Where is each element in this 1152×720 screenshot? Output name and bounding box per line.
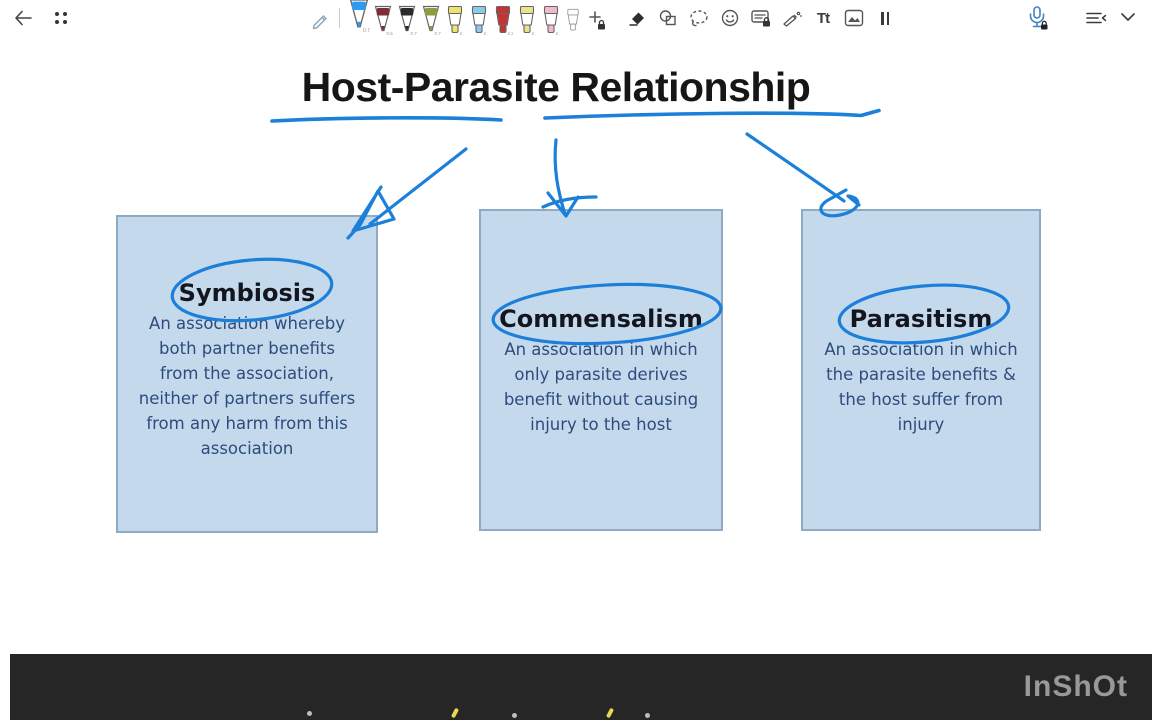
collapse-menu-button[interactable] <box>1084 9 1108 27</box>
arrow-to-commensalism <box>553 138 567 216</box>
toolbar-chevron-button[interactable] <box>1120 11 1136 23</box>
menu-collapse-icon <box>1086 12 1107 24</box>
note-lock-icon <box>751 10 770 27</box>
svg-text:0.5: 0.5 <box>387 31 394 36</box>
pen-blue[interactable]: 0.7 <box>349 0 370 36</box>
svg-text:0.7: 0.7 <box>435 31 442 36</box>
locked-note-tool[interactable] <box>750 6 772 30</box>
image-tool[interactable] <box>843 6 865 30</box>
svg-text:2: 2 <box>460 31 463 36</box>
arrow-to-symbiosis <box>368 147 468 226</box>
cutoff-caption-fragment <box>605 707 615 719</box>
svg-text:0.7: 0.7 <box>411 31 418 36</box>
title-underline-left <box>270 116 503 123</box>
text-tool[interactable]: Tt <box>816 9 830 27</box>
pen-tools: 0.7 0.5 0.7 0.7 2 2 2.2 2 2 <box>349 0 581 36</box>
arrow-to-parasitism <box>745 132 846 203</box>
microphone-button[interactable] <box>1024 5 1050 32</box>
definition-box-symbiosis: Symbiosis An association whereby both pa… <box>116 215 378 533</box>
sticker-tool[interactable] <box>719 6 741 30</box>
video-letterbox-bar: InShOt <box>10 654 1152 720</box>
box-title: Symbiosis <box>178 279 316 307</box>
marker-pink[interactable]: 2 <box>541 2 561 36</box>
smiley-sticker-icon <box>721 9 739 27</box>
toolbar-divider <box>339 8 340 28</box>
chevron-down-icon <box>1121 13 1135 21</box>
svg-text:2: 2 <box>556 31 559 36</box>
marker-yellow[interactable]: 2 <box>445 2 465 36</box>
cutoff-caption-fragment <box>645 713 650 718</box>
pen-toolbar: 0.7 0.5 0.7 0.7 2 2 2.2 2 2 <box>310 0 606 36</box>
svg-text:0.7: 0.7 <box>363 28 370 33</box>
box-title: Parasitism <box>849 305 993 333</box>
svg-text:2.2: 2.2 <box>508 31 514 36</box>
cutoff-caption-fragment <box>512 713 517 718</box>
dots-grid-icon <box>55 12 67 24</box>
page-title: Host-Parasite Relationship <box>301 64 811 110</box>
microphone-lock-icon <box>1029 6 1048 30</box>
marker-new-ghost[interactable] <box>565 2 581 36</box>
pen-black[interactable]: 0.7 <box>397 2 417 36</box>
cutoff-caption-fragment <box>450 707 460 719</box>
lasso-select-tool[interactable] <box>688 6 710 30</box>
back-button[interactable] <box>12 7 34 29</box>
add-pen-button[interactable] <box>588 0 606 31</box>
laser-pointer-icon <box>783 11 802 27</box>
edit-pencil-button[interactable] <box>310 0 330 30</box>
definition-box-commensalism: Commensalism An association in which onl… <box>479 209 723 531</box>
box-title: Commensalism <box>499 305 703 333</box>
pause-tool[interactable] <box>874 6 896 30</box>
svg-text:2: 2 <box>484 31 487 36</box>
top-toolbar: 0.7 0.5 0.7 0.7 2 2 2.2 2 2 <box>0 0 1152 36</box>
marker-red[interactable]: 2.2 <box>493 2 513 36</box>
image-icon <box>844 9 864 27</box>
inshot-watermark: InShOt <box>1023 670 1128 703</box>
box-description: An association in which only parasite de… <box>503 340 699 434</box>
pen-olive[interactable]: 0.7 <box>421 2 441 36</box>
shapes-tool[interactable] <box>657 6 679 30</box>
marker-light-blue[interactable]: 2 <box>469 2 489 36</box>
action-toolbar: Tt <box>626 0 896 36</box>
shapes-icon <box>659 10 676 26</box>
eraser-icon <box>629 12 644 26</box>
pencil-icon <box>312 15 327 30</box>
apps-grid-button[interactable] <box>52 9 70 27</box>
box-description: An association in which the parasite ben… <box>824 340 1018 434</box>
svg-text:2: 2 <box>532 31 535 36</box>
marker-pale-yellow[interactable]: 2 <box>517 2 537 36</box>
box-description: An association whereby both partner bene… <box>138 314 356 458</box>
laser-pointer-tool[interactable] <box>781 6 803 30</box>
title-underline-right <box>543 108 881 120</box>
definition-box-parasitism: Parasitism An association in which the p… <box>801 209 1041 531</box>
eraser-tool[interactable] <box>626 6 648 30</box>
cutoff-caption-fragment <box>307 711 312 716</box>
lasso-icon <box>690 10 708 27</box>
back-arrow-icon <box>15 10 32 26</box>
plus-lock-icon <box>589 11 605 30</box>
pen-dark-red[interactable]: 0.5 <box>373 2 393 36</box>
